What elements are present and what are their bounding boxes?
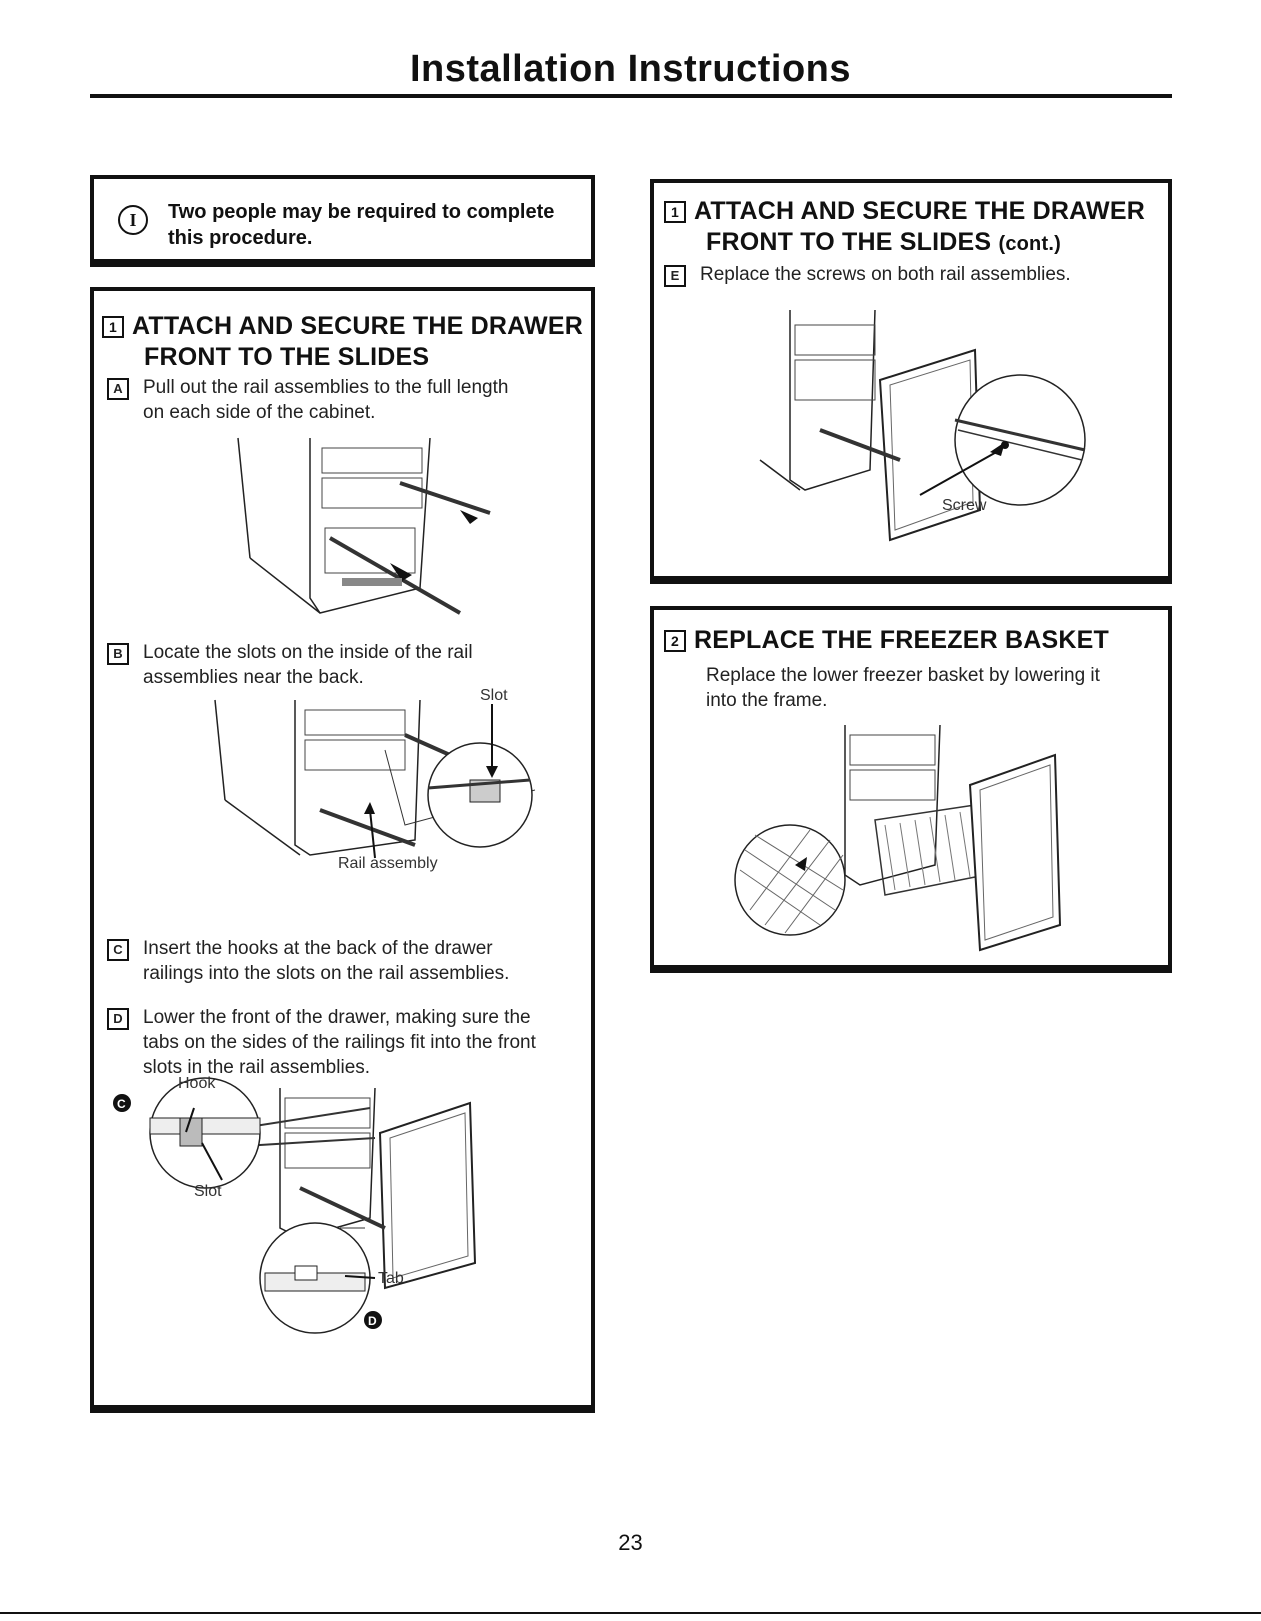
step2-panel	[650, 606, 1172, 973]
step-number-box: 2	[664, 630, 686, 653]
letter-box: E	[664, 265, 686, 287]
letter-box: A	[107, 378, 129, 400]
illustration-replace-screws: Screw	[759, 309, 1086, 542]
page-number: 23	[618, 1530, 643, 1555]
illustration-pull-rails	[237, 437, 491, 615]
step2-text: Replace the lower freezer basket by lowe…	[706, 665, 1100, 711]
page-title: Installation Instructions	[409, 48, 852, 90]
illustration-freezer-basket	[734, 724, 1062, 952]
label-slot-2: Slot	[194, 1183, 222, 1200]
illustration-locate-slots: Slot Rail assembly	[214, 687, 536, 872]
illustration-hooks-tabs: C Hook Slot Tab D	[113, 1075, 477, 1334]
letter-box: D	[107, 1008, 129, 1030]
label-slot: Slot	[480, 687, 508, 704]
step1-panel	[90, 287, 595, 1413]
letter-box: B	[107, 643, 129, 665]
callout-d: D	[368, 1314, 377, 1328]
step-number-box: 1	[102, 316, 124, 339]
note-text: Two people may be required to complete t…	[168, 201, 555, 249]
info-icon: I	[118, 205, 148, 235]
letter-box: C	[107, 939, 129, 961]
step1-cont-panel	[650, 179, 1172, 584]
title-rule	[90, 94, 1172, 98]
bottom-rule	[0, 1612, 1261, 1614]
step-number-box: 1	[664, 201, 686, 224]
callout-c: C	[117, 1097, 126, 1111]
label-tab: Tab	[378, 1270, 404, 1287]
label-rail-assembly: Rail assembly	[338, 855, 438, 872]
label-screw: Screw	[942, 497, 987, 514]
note-panel: I Two people may be required to complete…	[90, 175, 595, 267]
label-hook: Hook	[178, 1075, 216, 1092]
